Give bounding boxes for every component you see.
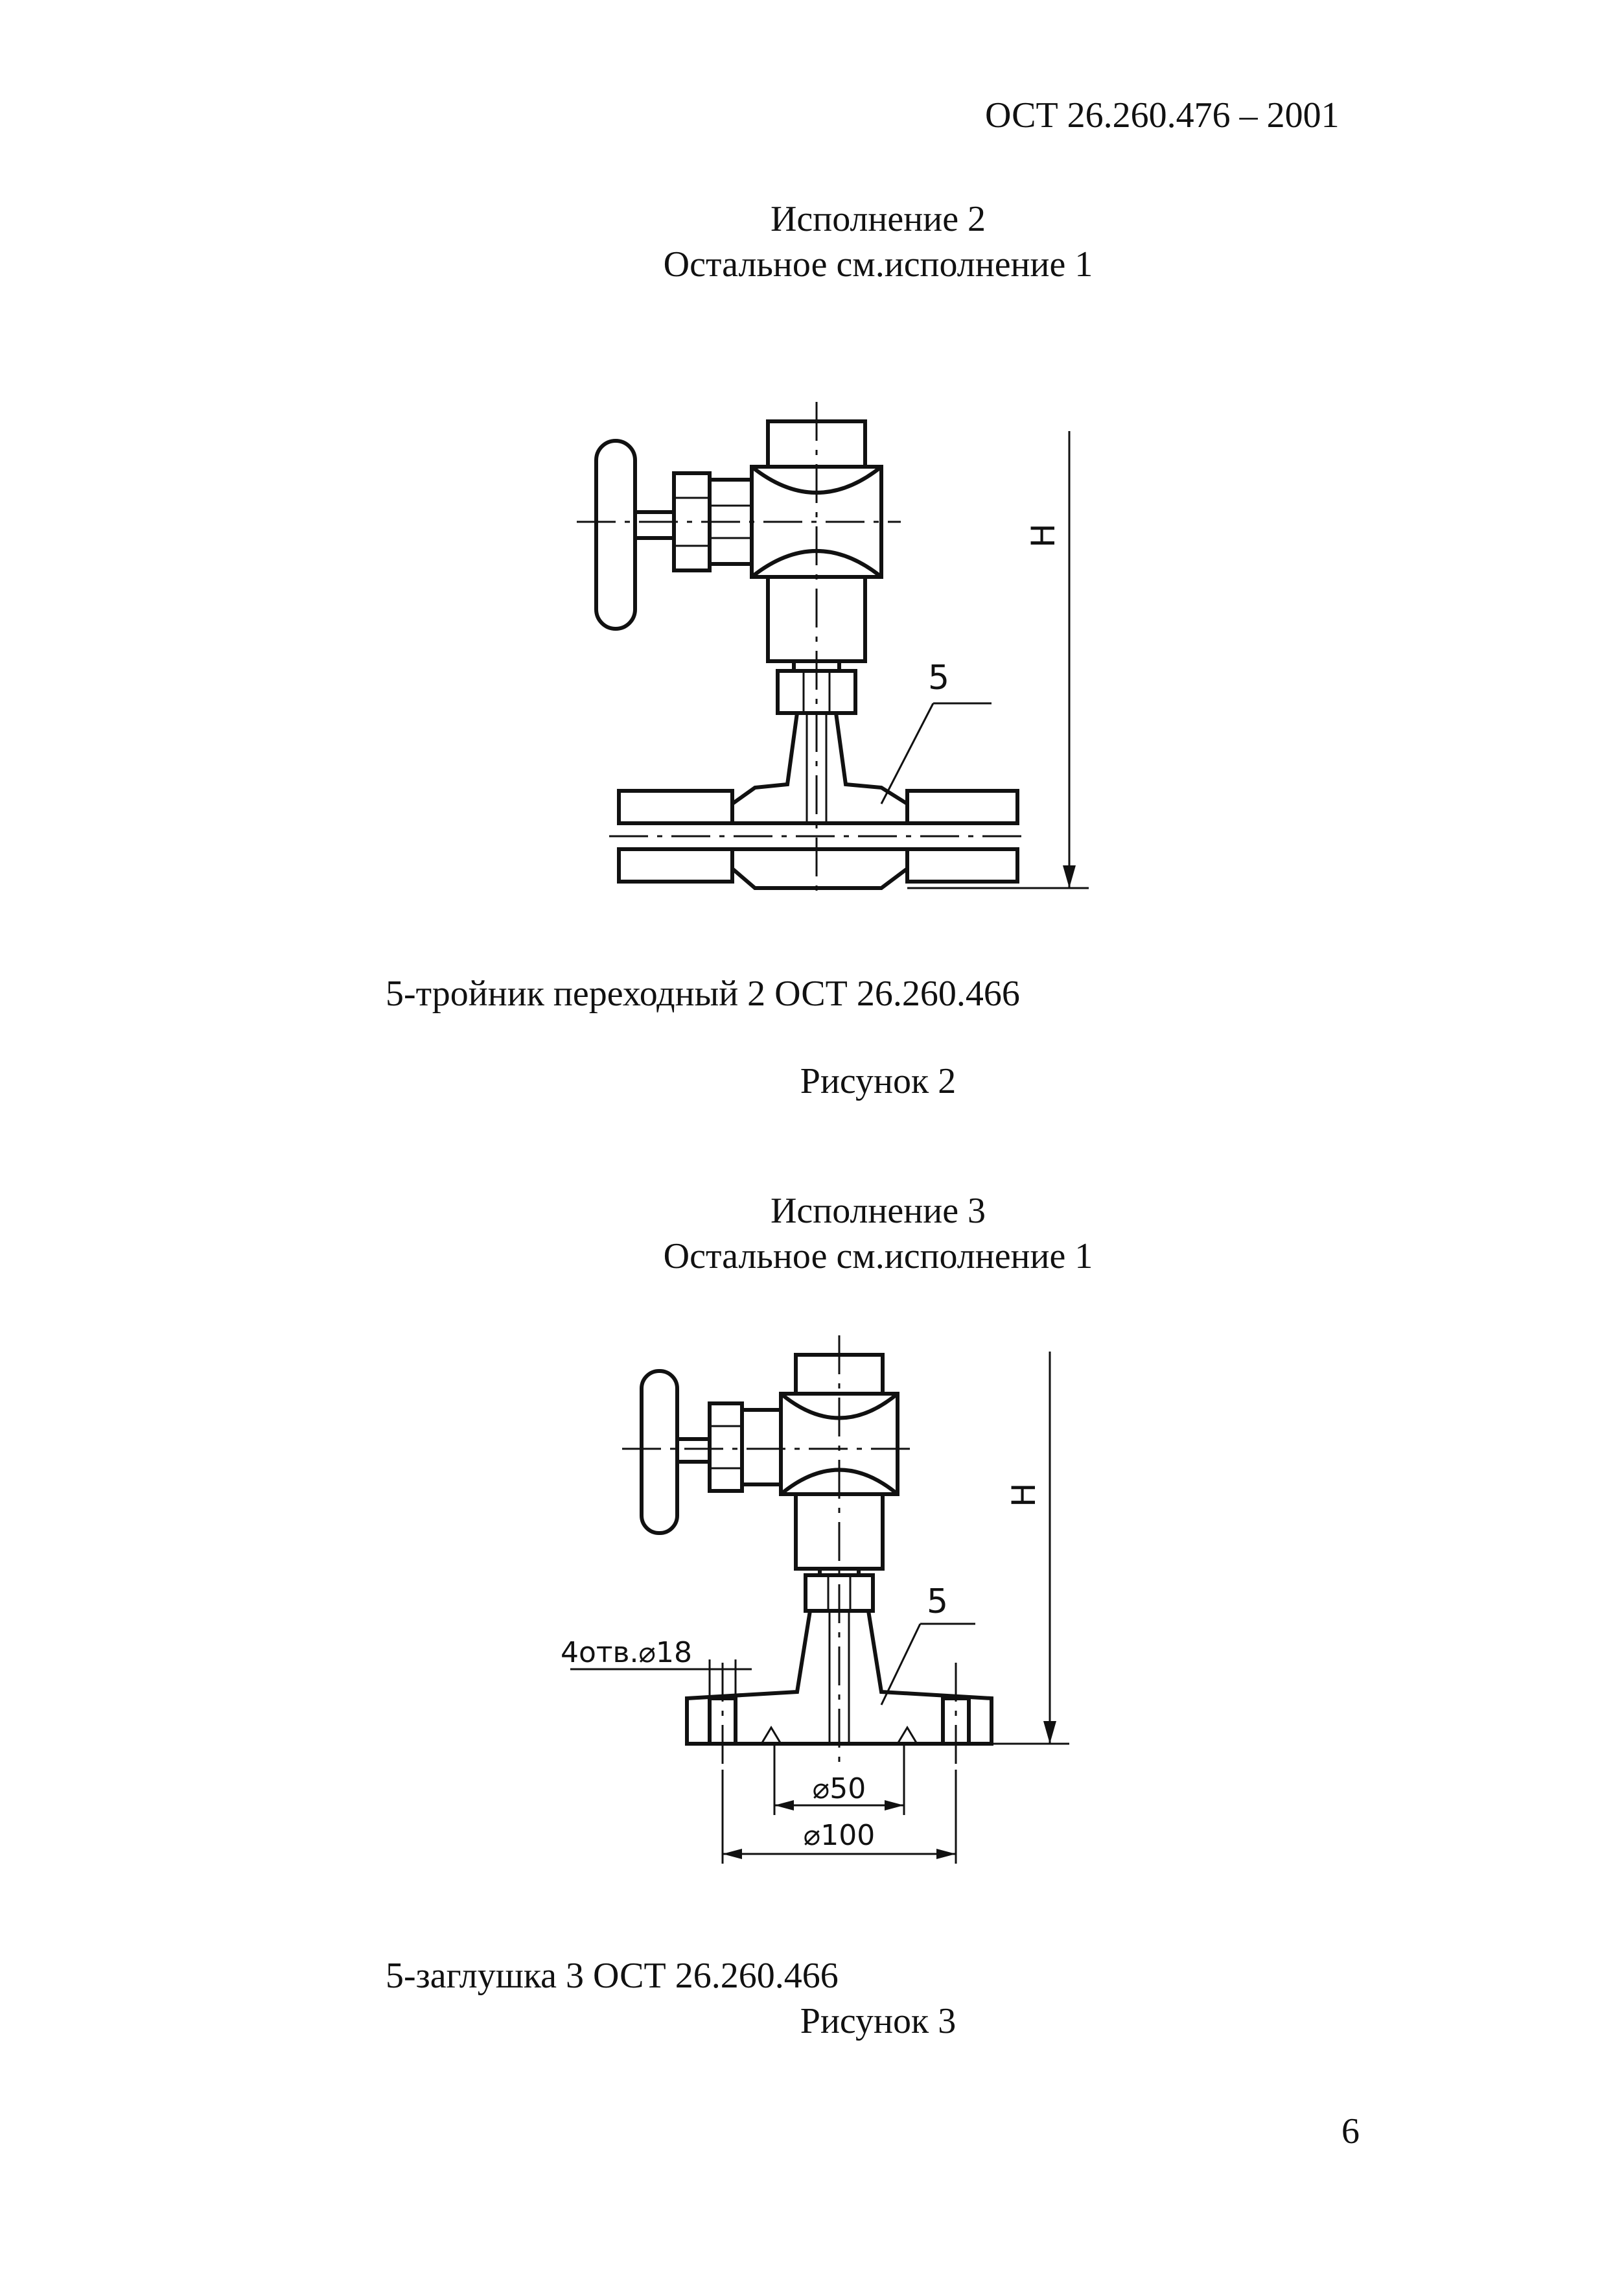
figure2-legend: 5-тройник переходный 2 ОСТ 26.260.466: [386, 974, 1020, 1014]
figure3-title: Исполнение 3: [770, 1191, 986, 1231]
figure3-dimension-h: H: [1005, 1482, 1043, 1507]
figure2-callout: 5: [928, 659, 950, 697]
figure3-dim-outer: ⌀100: [803, 1819, 876, 1852]
page-number: 6: [1341, 2111, 1360, 2151]
doc-number: ОСТ 26.260.476 – 2001: [985, 95, 1340, 135]
figure2-subtitle: Остальное см.исполнение 1: [663, 244, 1093, 285]
figure3-legend: 5-заглушка 3 ОСТ 26.260.466: [386, 1956, 839, 1996]
figure3-subtitle: Остальное см.исполнение 1: [663, 1236, 1093, 1276]
figure3-plug: [685, 1609, 993, 1770]
handwheel: [594, 439, 637, 631]
handwheel: [640, 1369, 679, 1535]
figure2-title: Исполнение 2: [770, 199, 986, 239]
figure2-dimension-h: H: [1025, 523, 1062, 548]
figure3-holes-label: 4отв.⌀18: [561, 1636, 692, 1669]
figure3-valve: [622, 1335, 914, 1763]
figure2-caption: Рисунок 2: [800, 1061, 957, 1101]
figure3-caption: Рисунок 3: [800, 2001, 957, 2041]
figure3-dim-inner: ⌀50: [812, 1772, 866, 1805]
figure3-callout: 5: [927, 1582, 949, 1621]
figure2-tee: [609, 711, 1030, 890]
figure2-valve: [577, 402, 901, 895]
